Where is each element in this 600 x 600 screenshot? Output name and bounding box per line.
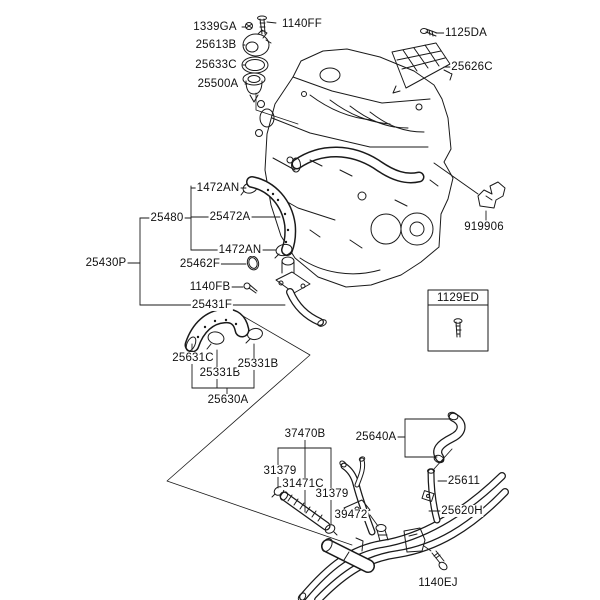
part-1140FB-drawing	[243, 282, 258, 294]
part-label-31471C: 31471C	[281, 477, 325, 491]
part-1125DA-drawing	[420, 28, 438, 37]
part-25331B-clamp-a-drawing	[206, 331, 225, 350]
part-39472-drawing	[375, 524, 389, 542]
part-label-25626C: 25626C	[450, 60, 494, 74]
part-label-31379-a: 31379	[262, 464, 298, 478]
part-label-1125DA: 1125DA	[444, 26, 488, 40]
part-1472AN-clamp-b-drawing	[274, 243, 293, 259]
leader-lines	[126, 21, 487, 527]
part-label-25462F: 25462F	[178, 257, 222, 271]
part-label-1472AN-a: 1472AN	[195, 181, 241, 195]
part-label-919906: 919906	[463, 220, 505, 234]
part-25462F-drawing	[246, 255, 260, 271]
part-label-25331B-b: 25331B	[236, 357, 280, 371]
part-outlet-fitting-drawing	[403, 527, 426, 553]
part-label-37470B: 37470B	[283, 427, 327, 441]
part-label-1339GA: 1339GA	[192, 20, 238, 34]
part-919906-drawing	[433, 162, 506, 209]
part-25611-pipe-drawing	[421, 448, 453, 524]
part-label-25472A: 25472A	[208, 210, 252, 224]
part-label-25430P: 25430P	[84, 256, 128, 270]
part-label-25631C: 25631C	[171, 351, 215, 365]
part-label-1472AN-b: 1472AN	[217, 243, 263, 257]
part-label-25500A: 25500A	[196, 77, 240, 91]
part-label-25633C: 25633C	[194, 58, 238, 72]
part-label-1129ED: 1129ED	[436, 291, 480, 305]
part-label-1140FF: 1140FF	[281, 17, 323, 31]
part-label-25620H: 25620H	[440, 504, 484, 518]
part-25431F-drawing	[275, 256, 327, 327]
part-label-31379-b: 31379	[314, 487, 350, 501]
part-label-25331B-a: 25331B	[198, 366, 242, 380]
part-label-25431F: 25431F	[190, 298, 234, 312]
part-25500A-drawing	[242, 72, 266, 103]
part-25472A-hose-drawing	[246, 176, 297, 256]
part-25613B-drawing	[242, 29, 272, 57]
part-label-25613B: 25613B	[194, 38, 238, 52]
part-label-25480: 25480	[149, 211, 185, 225]
part-31379-clamp-b-drawing	[324, 524, 338, 536]
part-label-25611: 25611	[446, 474, 482, 488]
part-1339GA-drawing	[245, 22, 253, 30]
part-label-39472: 39472	[333, 508, 369, 522]
part-25626C-drawing	[391, 42, 453, 94]
part-25331B-clamp-b-drawing	[245, 327, 263, 344]
part-25620H-pipes-drawing	[297, 472, 509, 600]
part-25630A-hose-drawing	[184, 308, 250, 353]
part-label-25640A: 25640A	[354, 430, 398, 444]
engine-drawing	[255, 48, 454, 288]
part-label-1140EJ: 1140EJ	[417, 576, 459, 590]
part-label-25630A: 25630A	[206, 393, 250, 407]
part-label-1140FB: 1140FB	[188, 280, 232, 294]
part-1140EJ-drawing	[423, 545, 448, 571]
